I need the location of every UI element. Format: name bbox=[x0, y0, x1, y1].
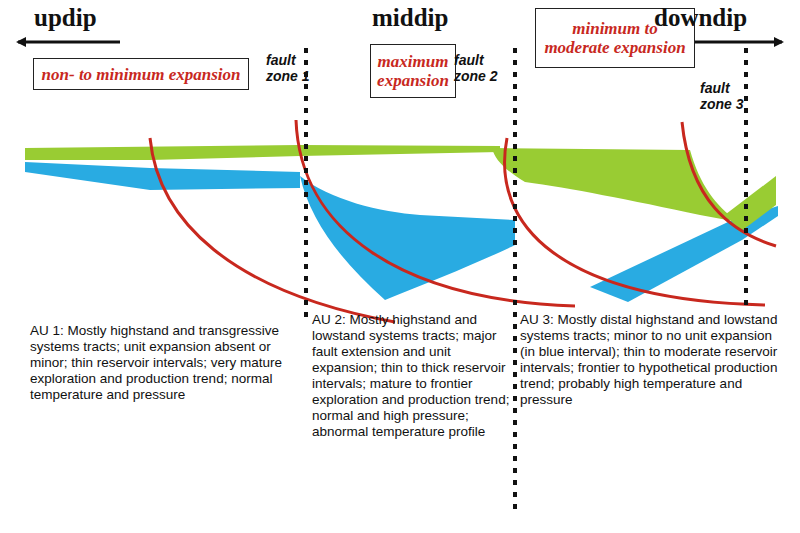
direction-label: middip bbox=[372, 4, 448, 32]
expansion-label: non- to minimum expansion bbox=[42, 65, 241, 84]
fault-line bbox=[682, 122, 776, 246]
shale-layer bbox=[25, 145, 500, 160]
updip-arrow bbox=[18, 41, 120, 44]
fault-line bbox=[150, 138, 395, 322]
expansion-label: maximum expansion bbox=[376, 52, 450, 90]
fault-line bbox=[296, 120, 575, 306]
direction-label: updip bbox=[34, 4, 97, 32]
fault-zone-label: fault zone 2 bbox=[454, 52, 506, 84]
assessment-unit-note: AU 3: Mostly distal highstand and lowsta… bbox=[520, 312, 782, 408]
assessment-unit-note: AU 2: Mostly highstand and lowstand syst… bbox=[312, 312, 512, 440]
fault-line bbox=[505, 138, 765, 305]
fault-zone-label: fault zone 1 bbox=[266, 52, 314, 84]
reservoir-layer bbox=[300, 176, 515, 300]
fault-zone-label: fault zone 3 bbox=[700, 80, 748, 112]
assessment-unit-note: AU 1: Mostly highstand and transgressive… bbox=[30, 323, 302, 403]
shale-layer bbox=[492, 148, 738, 222]
zone-box-body: non- to minimum expansion bbox=[42, 65, 241, 84]
zone-box: maximum expansion bbox=[370, 44, 456, 98]
zone-box: non- to minimum expansion bbox=[33, 58, 249, 90]
zone-boundary bbox=[513, 48, 517, 512]
zone-boundary bbox=[304, 48, 308, 320]
zone-box-body: maximum expansion bbox=[376, 52, 450, 90]
zone-boundary bbox=[744, 48, 748, 312]
direction-label: downdip bbox=[654, 4, 747, 32]
